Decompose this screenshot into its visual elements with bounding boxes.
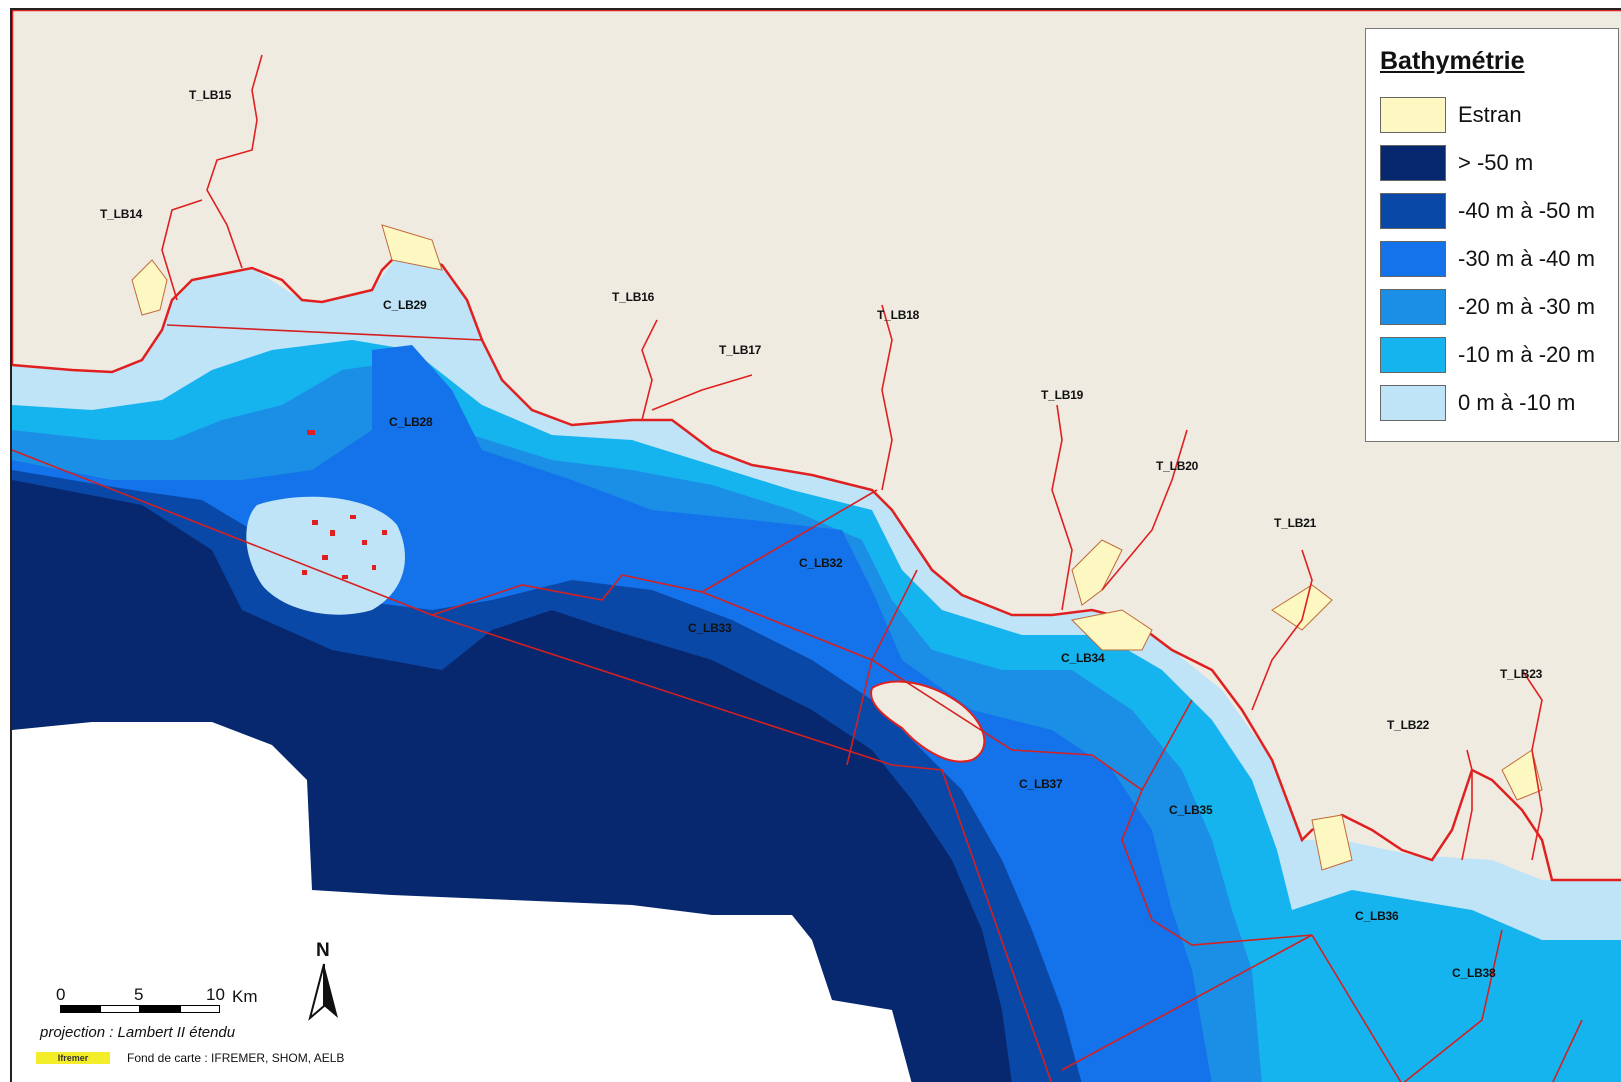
scale-tick: 10 [206, 985, 225, 1004]
zone-label: C_LB38 [1452, 966, 1496, 980]
zone-label: C_LB29 [383, 298, 427, 312]
scale-tick: 5 [134, 985, 144, 1004]
scale-segment [100, 1005, 140, 1013]
plateau-rocks [302, 430, 387, 579]
zone-label: T_LB22 [1387, 718, 1430, 732]
legend-item-20-30: -20 m à -30 m [1380, 289, 1616, 327]
zone-label: T_LB20 [1156, 459, 1199, 473]
legend-title: Bathymétrie [1380, 47, 1525, 75]
bathymetry-map[interactable] [12, 10, 1621, 1082]
zone-label: C_LB37 [1019, 777, 1063, 791]
zone-label: C_LB36 [1355, 909, 1399, 923]
legend-label: -40 m à -50 m [1458, 198, 1595, 223]
zone-label: C_LB33 [688, 621, 732, 635]
legend-item-30-40: -30 m à -40 m [1380, 241, 1616, 279]
legend-label: > -50 m [1458, 150, 1534, 175]
legend-swatch [1380, 337, 1446, 373]
ifremer-logo: Ifremer [36, 1052, 110, 1064]
scale-unit: Km [232, 987, 258, 1006]
estran-areas [131, 224, 1543, 871]
projection-note: projection : Lambert II étendu [40, 1024, 236, 1041]
scale-segment [60, 1005, 100, 1013]
legend-item-deep: > -50 m [1380, 145, 1616, 183]
zone-label: T_LB16 [612, 290, 655, 304]
scale-segment [180, 1005, 220, 1013]
scale-tick: 0 [56, 985, 66, 1004]
island [870, 680, 986, 763]
legend-label: -20 m à -30 m [1458, 294, 1595, 319]
water-body-boundaries [12, 324, 1583, 1082]
legend-swatch [1380, 241, 1446, 277]
zone-label: T_LB21 [1274, 516, 1317, 530]
legend-label: -30 m à -40 m [1458, 246, 1595, 271]
zone-label: T_LB17 [719, 343, 762, 357]
legend-label: 0 m à -10 m [1458, 390, 1576, 415]
zone-label: C_LB28 [389, 415, 433, 429]
legend-item-0-10: 0 m à -10 m [1380, 385, 1616, 423]
legend: Bathymétrie Estran > -50 m -40 m à -50 m… [1365, 28, 1619, 442]
legend-swatch [1380, 97, 1446, 133]
zone-label: T_LB23 [1500, 667, 1543, 681]
north-label: N [316, 940, 330, 961]
legend-item-10-20: -10 m à -20 m [1380, 337, 1616, 375]
scale-bar: 0 5 10 Km [50, 985, 290, 1025]
legend-label: Estran [1458, 102, 1522, 127]
north-arrow-icon [308, 963, 338, 1021]
north-arrow: N [304, 940, 344, 1021]
rivers [161, 54, 1543, 861]
zone-label: T_LB14 [100, 207, 143, 221]
legend-swatch [1380, 289, 1446, 325]
zone-label: T_LB15 [189, 88, 232, 102]
no-data-area [12, 722, 912, 1082]
zone-label: T_LB18 [877, 308, 920, 322]
zone-label: C_LB34 [1061, 651, 1105, 665]
legend-item-estran: Estran [1380, 97, 1616, 135]
zone-label: C_LB32 [799, 556, 843, 570]
legend-item-40-50: -40 m à -50 m [1380, 193, 1616, 231]
legend-swatch [1380, 385, 1446, 421]
scale-segment [140, 1005, 180, 1013]
basemap-credit: Fond de carte : IFREMER, SHOM, AELB [127, 1051, 345, 1065]
zone-label: T_LB19 [1041, 388, 1084, 402]
legend-label: -10 m à -20 m [1458, 342, 1595, 367]
mainland [12, 10, 1621, 882]
zone-label: C_LB35 [1169, 803, 1213, 817]
legend-swatch [1380, 145, 1446, 181]
map-frame: T_LB15 T_LB14 C_LB29 T_LB16 T_LB18 T_LB1… [10, 8, 1621, 1082]
legend-swatch [1380, 193, 1446, 229]
